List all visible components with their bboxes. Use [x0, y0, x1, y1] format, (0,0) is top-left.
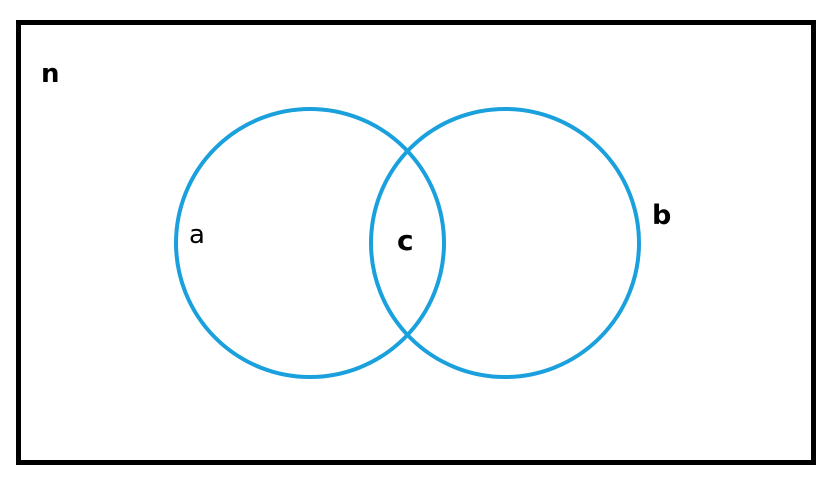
- set-b-label: b: [652, 200, 671, 231]
- universe-rectangle: [16, 20, 816, 465]
- universe-label: n: [41, 59, 60, 89]
- set-a-label: a: [189, 220, 205, 250]
- set-a-circle: [174, 107, 446, 379]
- set-b-circle: [369, 107, 641, 379]
- intersection-label: c: [397, 224, 414, 257]
